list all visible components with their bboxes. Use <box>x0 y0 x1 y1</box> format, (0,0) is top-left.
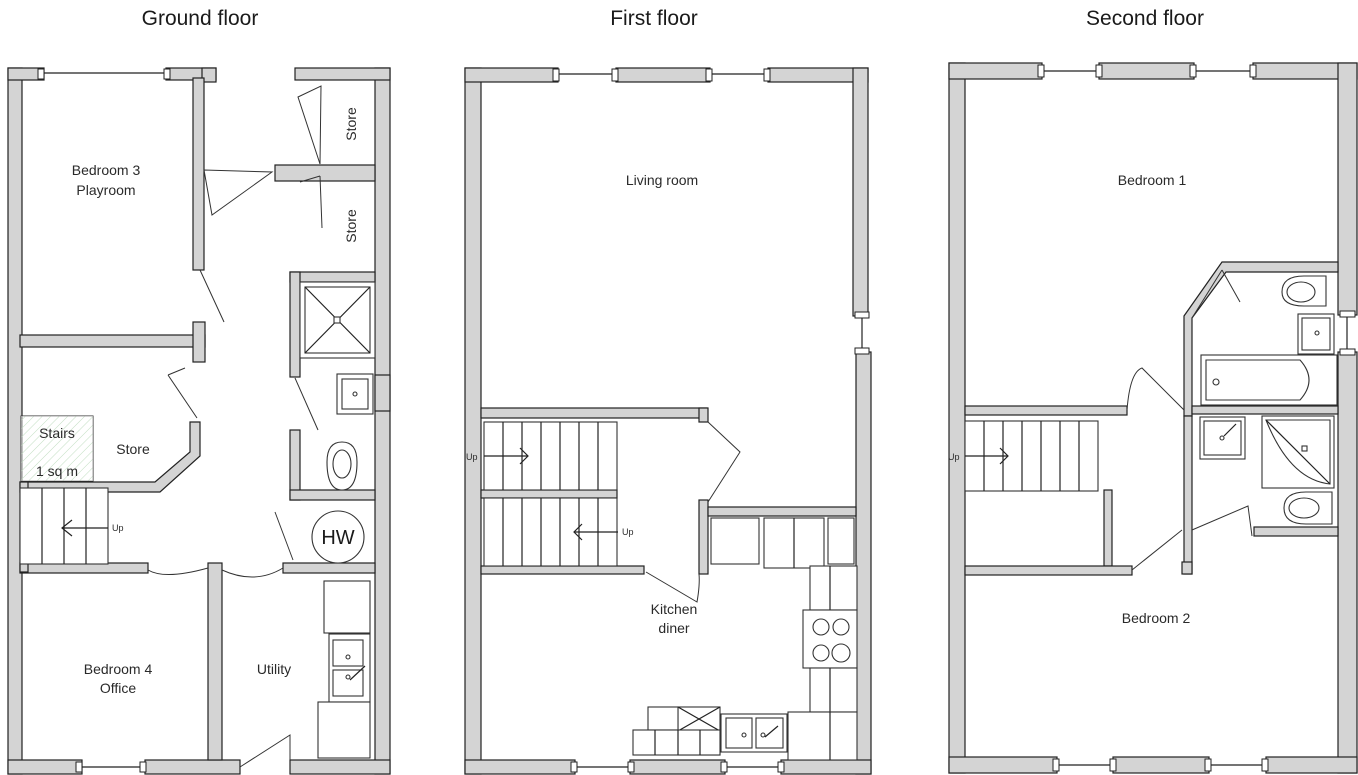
first-doors <box>645 421 741 603</box>
utility-label: Utility <box>257 661 291 677</box>
ground-stairs-area <box>20 415 94 482</box>
second-stairs: Up <box>948 420 1099 492</box>
ground-toilet[interactable] <box>326 441 358 491</box>
ensuite-washbasin[interactable] <box>1297 313 1335 355</box>
ground-windows <box>37 68 171 773</box>
office-label: Office <box>100 680 137 696</box>
bathroom-shower[interactable] <box>1261 415 1335 489</box>
store-left-label: Store <box>116 441 150 457</box>
ground-stairs: Up <box>19 487 124 565</box>
diner-label: diner <box>658 620 689 636</box>
bathroom-toilet[interactable] <box>1283 491 1333 525</box>
first-stairs-up-label-top: Up <box>466 452 478 462</box>
second-doors <box>1126 269 1253 571</box>
first-floor-title: First floor <box>610 7 698 30</box>
stairs-label: Stairs <box>39 425 75 441</box>
second-interior-walls <box>964 261 1339 576</box>
second-windows <box>1037 64 1356 772</box>
store-top-label: Store <box>343 107 359 141</box>
hot-water-label: HW <box>321 527 354 549</box>
kitchen-label: Kitchen <box>651 601 698 617</box>
first-windows <box>552 68 870 773</box>
utility-fixtures[interactable] <box>317 580 371 759</box>
ground-floor-plan: HW Up Bedroom 3 Pla <box>7 67 391 775</box>
first-interior-walls <box>480 407 857 575</box>
bathtub[interactable] <box>1200 354 1338 406</box>
kitchen-units[interactable] <box>632 517 858 761</box>
ensuite-toilet[interactable] <box>1281 275 1327 307</box>
ground-doors <box>147 85 323 768</box>
bedroom3-label: Bedroom 3 <box>72 162 141 178</box>
store-mid-label: Store <box>343 209 359 243</box>
second-floor-title: Second floor <box>1086 7 1204 30</box>
living-room-label: Living room <box>626 172 698 188</box>
second-floor-plan: Up Be <box>948 62 1358 774</box>
first-floor-plan: Up Up <box>464 67 872 775</box>
bathroom-washbasin[interactable] <box>1199 416 1246 460</box>
playroom-label: Playroom <box>76 182 135 198</box>
ground-washbasin[interactable] <box>336 373 374 415</box>
stairs-area-label: 1 sq m <box>36 463 78 479</box>
ground-shower[interactable] <box>299 281 376 359</box>
bedroom2-label: Bedroom 2 <box>1122 610 1191 626</box>
first-stairs: Up Up <box>466 421 634 567</box>
ground-stairs-up-label: Up <box>112 523 124 533</box>
first-stairs-up-label-bottom: Up <box>622 527 634 537</box>
bedroom4-label: Bedroom 4 <box>84 661 153 677</box>
second-stairs-up-label: Up <box>948 452 960 462</box>
hot-water-cylinder[interactable]: HW <box>311 510 365 564</box>
bedroom1-label: Bedroom 1 <box>1118 172 1187 188</box>
ground-floor-title: Ground floor <box>142 7 259 30</box>
